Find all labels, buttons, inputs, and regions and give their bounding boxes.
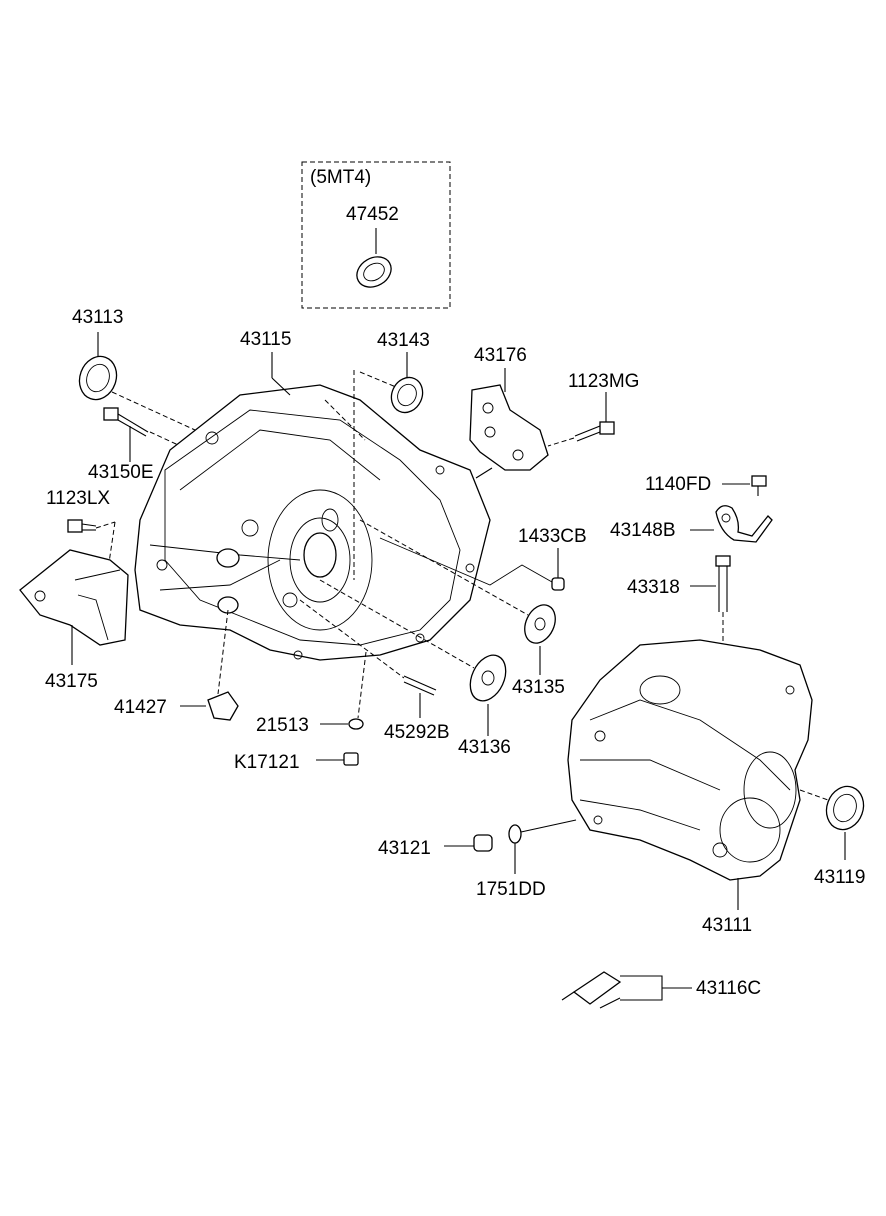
option-box-title: (5MT4) (310, 167, 372, 188)
part-1751DD-gasket[interactable] (508, 824, 522, 844)
label-43111[interactable]: 43111 (702, 915, 753, 936)
part-43143-oil-seal[interactable] (386, 372, 428, 417)
label-43318[interactable]: 43318 (627, 577, 680, 598)
part-43113-oil-seal[interactable] (74, 351, 123, 405)
part-45292B-rod[interactable] (403, 675, 437, 696)
label-1140FD[interactable]: 1140FD (645, 474, 712, 495)
part-43148B-bracket[interactable] (715, 505, 773, 543)
part-43318-bolt[interactable] (715, 555, 731, 612)
label-1123MG[interactable]: 1123MG (568, 371, 640, 392)
label-K17121[interactable]: K17121 (234, 752, 300, 773)
label-43143[interactable]: 43143 (377, 330, 430, 351)
part-47452-oil-seal[interactable] (351, 251, 396, 293)
part-43116C-sealant-tube[interactable] (561, 971, 622, 1009)
label-47452[interactable]: 47452 (346, 204, 399, 225)
label-45292B[interactable]: 45292B (384, 722, 450, 743)
label-43175[interactable]: 43175 (45, 671, 98, 692)
part-43135-plate[interactable] (519, 600, 561, 648)
label-43119[interactable]: 43119 (814, 867, 866, 888)
part-K17121-bolt[interactable] (343, 752, 359, 766)
part-41427-boot[interactable] (207, 691, 239, 721)
part-43121-plug[interactable] (473, 834, 493, 852)
label-43176[interactable]: 43176 (474, 345, 527, 366)
label-43121[interactable]: 43121 (378, 838, 431, 859)
part-43175-bracket[interactable] (19, 549, 129, 646)
label-43116C[interactable]: 43116C (696, 978, 762, 999)
label-43135[interactable]: 43135 (512, 677, 565, 698)
part-43136-plate[interactable] (463, 649, 512, 706)
part-1123MG-bolt[interactable] (574, 421, 615, 442)
label-1123LX[interactable]: 1123LX (46, 488, 111, 509)
label-43115[interactable]: 43115 (240, 329, 292, 350)
label-1433CB[interactable]: 1433CB (518, 526, 587, 547)
part-1140FD-bolt[interactable] (722, 475, 767, 496)
label-21513[interactable]: 21513 (256, 715, 309, 736)
part-43115-clutch-housing[interactable] (134, 384, 491, 661)
part-1123LX-bolt[interactable] (67, 519, 97, 533)
label-43148B[interactable]: 43148B (610, 520, 676, 541)
option-box-frame (301, 161, 451, 309)
label-1751DD[interactable]: 1751DD (476, 879, 546, 900)
part-1433CB-plug[interactable] (551, 577, 565, 591)
label-43113[interactable]: 43113 (72, 307, 124, 328)
label-43136[interactable]: 43136 (458, 737, 511, 758)
part-43150E-bolt[interactable] (103, 407, 149, 437)
part-43119-oil-seal[interactable] (821, 781, 870, 835)
part-43176-bracket[interactable] (469, 384, 549, 471)
label-43150E[interactable]: 43150E (88, 462, 154, 483)
label-41427[interactable]: 41427 (114, 697, 167, 718)
part-21513-washer[interactable] (348, 718, 364, 730)
part-43111-transaxle-case[interactable] (567, 639, 813, 881)
